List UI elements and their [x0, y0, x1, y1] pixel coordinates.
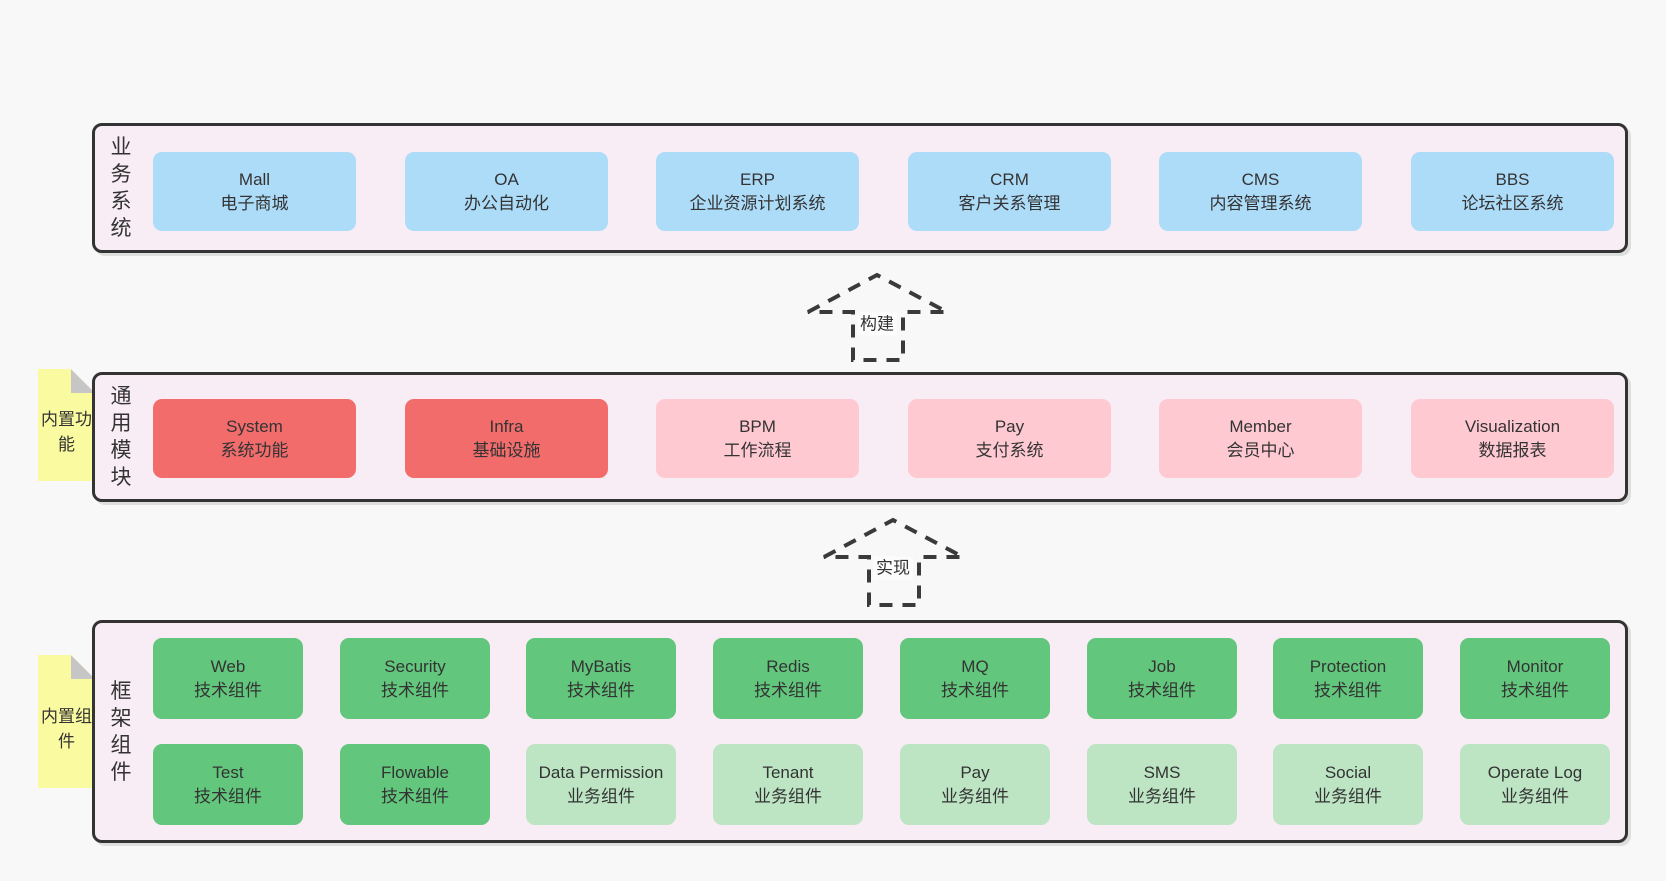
- box-subtitle: 系统功能: [220, 440, 289, 460]
- box-mall: Mall 电子商城: [153, 152, 356, 231]
- box-erp: ERP 企业资源计划系统: [656, 152, 859, 231]
- box-title: Job: [1148, 656, 1176, 676]
- box-data-permission: Data Permission 业务组件: [526, 744, 676, 825]
- box-title: System: [226, 416, 283, 436]
- box-title: Social: [1324, 762, 1372, 782]
- sticky-note-label: 内置组件: [41, 706, 92, 751]
- box-title: Pay: [994, 416, 1025, 436]
- box-subtitle: 业务组件: [1128, 786, 1196, 806]
- box-subtitle: 支付系统: [975, 440, 1044, 460]
- box-subtitle: 客户关系管理: [958, 193, 1061, 213]
- box-title: Member: [1229, 416, 1292, 436]
- box-title: MyBatis: [570, 656, 632, 676]
- box-title: Flowable: [380, 762, 450, 782]
- sticky-note-built-in-features: 内置功能: [38, 369, 95, 481]
- box-subtitle: 技术组件: [381, 786, 449, 806]
- box-subtitle: 数据报表: [1478, 440, 1547, 460]
- sticky-note-label: 内置功能: [41, 410, 92, 454]
- box-test: Test 技术组件: [153, 744, 303, 825]
- box-title: Redis: [766, 656, 810, 676]
- box-tenant: Tenant 业务组件: [713, 744, 863, 825]
- box-title: Monitor: [1506, 656, 1564, 676]
- box-mybatis: MyBatis 技术组件: [526, 638, 676, 719]
- box-operate-log: Operate Log 业务组件: [1460, 744, 1610, 825]
- box-title: SMS: [1143, 762, 1181, 782]
- box-mq: MQ 技术组件: [900, 638, 1050, 719]
- box-bpm: BPM 工作流程: [656, 399, 859, 478]
- box-title: BPM: [739, 416, 776, 436]
- box-crm: CRM 客户关系管理: [908, 152, 1111, 231]
- box-subtitle: 业务组件: [941, 786, 1009, 806]
- box-subtitle: 技术组件: [1128, 680, 1196, 700]
- box-title: Data Permission: [538, 762, 664, 782]
- box-pay: Pay 业务组件: [900, 744, 1050, 825]
- box-subtitle: 技术组件: [194, 786, 262, 806]
- panel-business-systems: 业务系统 Mall 电子商城 OA 办公自动化 ERP 企业资源计划系统 CRM 客户关系管理…: [92, 123, 1628, 253]
- box-subtitle: 业务组件: [1501, 786, 1569, 806]
- box-title: BBS: [1495, 169, 1530, 189]
- box-subtitle: 业务组件: [567, 786, 635, 806]
- box-title: Operate Log: [1487, 762, 1583, 782]
- box-member: Member 会员中心: [1159, 399, 1362, 478]
- box-subtitle: 会员中心: [1226, 440, 1295, 460]
- box-redis: Redis 技术组件: [713, 638, 863, 719]
- box-subtitle: 技术组件: [1314, 680, 1382, 700]
- box-web: Web 技术组件: [153, 638, 303, 719]
- box-subtitle: 电子商城: [220, 193, 289, 213]
- box-subtitle: 技术组件: [1501, 680, 1569, 700]
- box-flowable: Flowable 技术组件: [340, 744, 490, 825]
- box-subtitle: 内容管理系统: [1209, 193, 1312, 213]
- box-subtitle: 企业资源计划系统: [689, 193, 826, 213]
- build-arrow-label: 构建: [857, 312, 897, 336]
- box-social: Social 业务组件: [1273, 744, 1423, 825]
- implement-arrow-label: 实现: [873, 556, 913, 580]
- panel-label: 通用模块: [110, 385, 132, 489]
- panel-label: 框架组件: [110, 679, 132, 784]
- box-subtitle: 业务组件: [754, 786, 822, 806]
- box-title: Visualization: [1464, 416, 1561, 436]
- box-subtitle: 技术组件: [381, 680, 449, 700]
- box-title: Infra: [489, 416, 524, 436]
- box-title: Test: [212, 762, 244, 782]
- box-subtitle: 技术组件: [194, 680, 262, 700]
- box-cms: CMS 内容管理系统: [1159, 152, 1362, 231]
- box-subtitle: 工作流程: [723, 440, 792, 460]
- box-subtitle: 技术组件: [567, 680, 635, 700]
- box-system: System 系统功能: [153, 399, 356, 478]
- box-title: Tenant: [762, 762, 814, 782]
- box-title: MQ: [961, 656, 989, 676]
- box-title: Pay: [960, 762, 990, 782]
- box-subtitle: 办公自动化: [464, 193, 549, 213]
- box-visualization: Visualization 数据报表: [1411, 399, 1614, 478]
- box-subtitle: 基础设施: [472, 440, 541, 460]
- box-subtitle: 论坛社区系统: [1461, 193, 1564, 213]
- box-oa: OA 办公自动化: [405, 152, 608, 231]
- box-title: ERP: [740, 169, 775, 189]
- box-infra: Infra 基础设施: [405, 399, 608, 478]
- panel-common-modules: 通用模块 System 系统功能 Infra 基础设施 BPM 工作流程 Pay 支付系统 Me…: [92, 372, 1628, 502]
- box-job: Job 技术组件: [1087, 638, 1237, 719]
- box-pay: Pay 支付系统: [908, 399, 1111, 478]
- box-title: OA: [494, 169, 519, 189]
- box-protection: Protection 技术组件: [1273, 638, 1423, 719]
- box-subtitle: 技术组件: [941, 680, 1009, 700]
- panel-label: 业务系统: [110, 136, 132, 240]
- box-title: Web: [210, 656, 246, 676]
- box-sms: SMS 业务组件: [1087, 744, 1237, 825]
- box-title: CMS: [1241, 169, 1280, 189]
- box-title: Protection: [1309, 656, 1387, 676]
- box-security: Security 技术组件: [340, 638, 490, 719]
- box-subtitle: 业务组件: [1314, 786, 1382, 806]
- box-monitor: Monitor 技术组件: [1460, 638, 1610, 719]
- box-title: Security: [384, 656, 446, 676]
- box-title: CRM: [990, 169, 1029, 189]
- box-title: Mall: [238, 169, 271, 189]
- box-subtitle: 技术组件: [754, 680, 822, 700]
- sticky-note-built-in-components: 内置组件: [38, 655, 95, 788]
- box-bbs: BBS 论坛社区系统: [1411, 152, 1614, 231]
